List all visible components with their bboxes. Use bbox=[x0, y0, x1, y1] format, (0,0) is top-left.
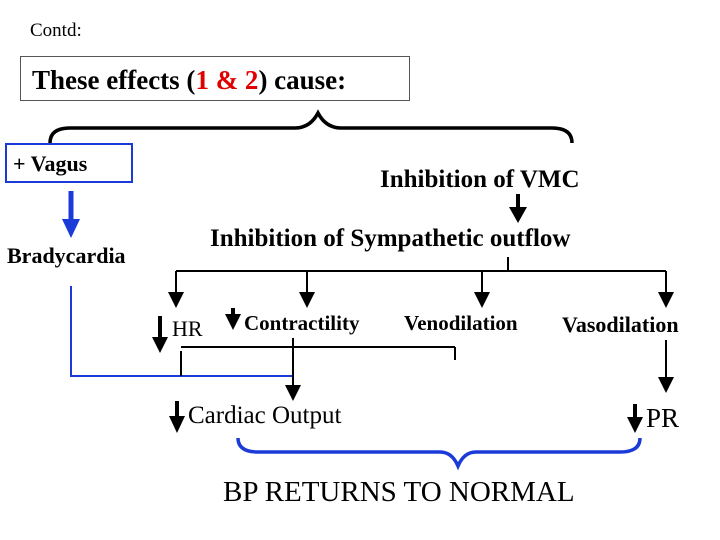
title-suffix: ) cause: bbox=[258, 65, 347, 95]
title-prefix: These effects ( bbox=[32, 65, 196, 95]
sympathetic-branches bbox=[168, 257, 674, 308]
vmc-arrow-head bbox=[509, 207, 527, 223]
contractility-decrease-arrow-head bbox=[225, 314, 241, 330]
slide-header: Contd: bbox=[30, 20, 82, 41]
node-sympathetic-inhibition: Inhibition of Sympathetic outflow bbox=[210, 225, 571, 252]
cardiac-output-decrease-arrow-head bbox=[169, 416, 185, 433]
hr-decrease-arrow-head bbox=[152, 337, 168, 353]
node-venodilation: Venodilation bbox=[404, 311, 518, 335]
output-connectors bbox=[180, 338, 674, 401]
vagus-box bbox=[5, 143, 133, 183]
title-numbers: 1 & 2 bbox=[195, 65, 259, 95]
node-pr: PR bbox=[646, 403, 680, 433]
node-bradycardia: Bradycardia bbox=[7, 243, 126, 268]
node-vagus: + Vagus bbox=[13, 151, 88, 176]
vagus-arrow-head bbox=[62, 219, 80, 238]
title: These effects (1 & 2) cause: bbox=[32, 67, 346, 94]
node-vmc-inhibition: Inhibition of VMC bbox=[380, 166, 580, 193]
node-contractility: Contractility bbox=[244, 311, 360, 335]
title-box bbox=[20, 56, 410, 101]
node-cardiac-output: Cardiac Output bbox=[188, 402, 342, 429]
pr-decrease-arrow-head bbox=[627, 417, 643, 433]
bottom-brace bbox=[236, 437, 642, 471]
node-hr: HR bbox=[172, 316, 203, 341]
node-bp-normal: BP RETURNS TO NORMAL bbox=[223, 476, 575, 508]
bradycardia-to-output-line bbox=[70, 286, 293, 377]
top-brace bbox=[48, 109, 574, 144]
node-vasodilation: Vasodilation bbox=[562, 312, 679, 337]
